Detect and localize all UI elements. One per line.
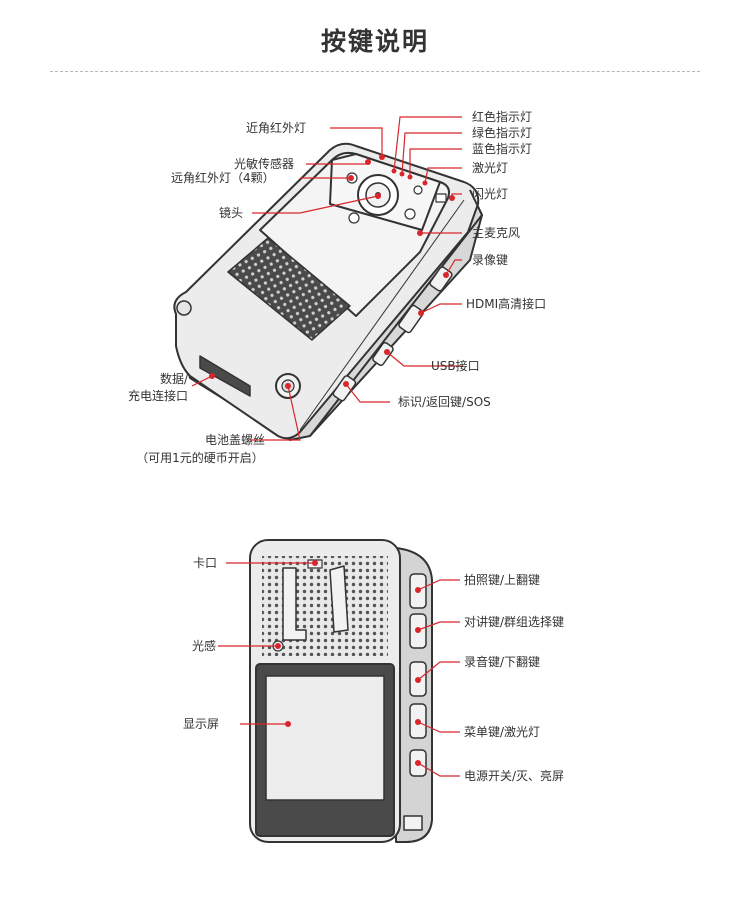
label-lens: 镜头 (219, 206, 244, 220)
label-audio-key: 录音键/下翻键 (464, 655, 541, 669)
label-blue-led: 蓝色指示灯 (472, 142, 533, 156)
label-power-key: 电源开关/灭、亮屏 (464, 769, 565, 783)
camera-back-view (249, 539, 433, 843)
label-record-key: 录像键 (472, 253, 509, 267)
label-laser: 激光灯 (472, 161, 509, 175)
label-data-port-line2: 充电连接口 (127, 389, 188, 403)
label-green-led: 绿色指示灯 (472, 126, 533, 140)
label-far-ir: 远角红外灯（4颗） (171, 171, 275, 185)
label-near-ir: 近角红外灯 (246, 121, 307, 135)
label-hdmi: HDMI高清接口 (466, 297, 547, 311)
label-flash: 闪光灯 (472, 187, 509, 201)
label-battery-screw-line2: （可用1元的硬币开启） (136, 451, 264, 465)
top-leader-lines (191, 116, 462, 441)
label-intercom-key: 对讲键/群组选择键 (464, 615, 565, 629)
title-divider (50, 71, 700, 72)
label-light-sense: 光感 (192, 639, 217, 653)
camera-top-view (173, 142, 483, 441)
label-display: 显示屏 (183, 717, 220, 731)
label-photo-key: 拍照键/上翻键 (464, 573, 541, 587)
label-red-led: 红色指示灯 (472, 110, 533, 124)
label-menu-key: 菜单键/激光灯 (464, 725, 541, 739)
label-battery-screw-line1: 电池盖螺丝 (204, 433, 265, 447)
label-photo-sensor: 光敏传感器 (234, 157, 295, 171)
label-data-port-line1: 数据/ (159, 372, 188, 386)
label-usb: USB接口 (431, 359, 480, 373)
label-card-slot: 卡口 (193, 556, 218, 570)
back-leader-lines (218, 562, 460, 777)
label-mark-key: 标识/返回键/SOS (398, 395, 491, 409)
label-mic: 主麦克风 (472, 226, 521, 240)
page-title: 按键说明 (320, 27, 429, 56)
